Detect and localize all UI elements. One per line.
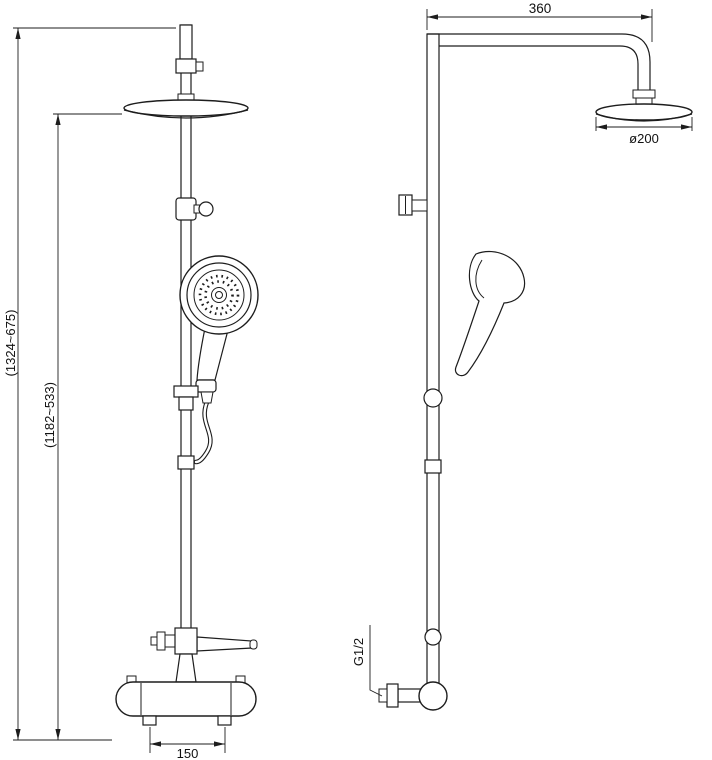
front-diverter-valve: [150, 627, 258, 683]
front-top-connector: [175, 24, 204, 74]
dim-inner-height: (1182~533): [42, 113, 122, 740]
spray-nozzle-ring-inner: [204, 280, 234, 310]
front-pipe-joint: [177, 455, 195, 470]
front-mixer-valve: [115, 675, 257, 726]
dim-overall-height-label: (1324~675): [3, 310, 18, 377]
dim-head-diameter-label: ø200: [629, 131, 659, 146]
label-thread-size: G1/2: [351, 625, 383, 697]
front-view: [115, 24, 259, 726]
side-top-arm: [427, 33, 651, 90]
dim-bottom-width-label: 150: [177, 746, 199, 760]
dim-bottom-width: 150: [149, 727, 226, 760]
dim-inner-height-label: (1182~533): [42, 382, 57, 448]
dim-head-diameter: ø200: [595, 117, 693, 146]
side-bottom-assembly: [378, 681, 448, 711]
side-mixer-body: [418, 681, 448, 711]
mixer-inlet-right: [217, 715, 232, 726]
diverter-knob: [156, 631, 166, 651]
thread-size-label: G1/2: [351, 638, 366, 666]
mixer-body: [115, 681, 257, 717]
front-hand-shower-handle: [195, 327, 229, 404]
side-riser-pipe: [426, 33, 440, 707]
dimensions: (1324~675) (1182~533) 150 360: [3, 1, 693, 760]
side-mixer-handle: [386, 683, 399, 708]
side-hand-shower: [454, 250, 526, 377]
side-head-connector: [632, 89, 656, 105]
side-pipe-joint: [424, 459, 442, 474]
front-shower-hose: [193, 399, 213, 465]
front-riser-pipe: [180, 24, 192, 683]
front-slider-bracket: [175, 197, 214, 221]
mixer-inlet-left: [142, 715, 157, 726]
dim-top-width: 360: [426, 1, 653, 42]
diverter-lever: [196, 636, 253, 652]
side-rain-head: [595, 103, 693, 122]
side-view: [378, 33, 693, 711]
spray-nozzle-ring-outer: [198, 274, 240, 316]
dim-top-width-label: 360: [529, 1, 552, 16]
dim-overall-height: (1324~675): [3, 27, 176, 741]
front-slide-clamp: [173, 385, 199, 411]
side-lower-joint: [424, 628, 442, 646]
front-hand-shower-face: [179, 255, 259, 335]
side-slider-holder: [423, 388, 443, 408]
side-wall-bracket: [398, 194, 428, 216]
front-rain-head: [123, 93, 249, 119]
